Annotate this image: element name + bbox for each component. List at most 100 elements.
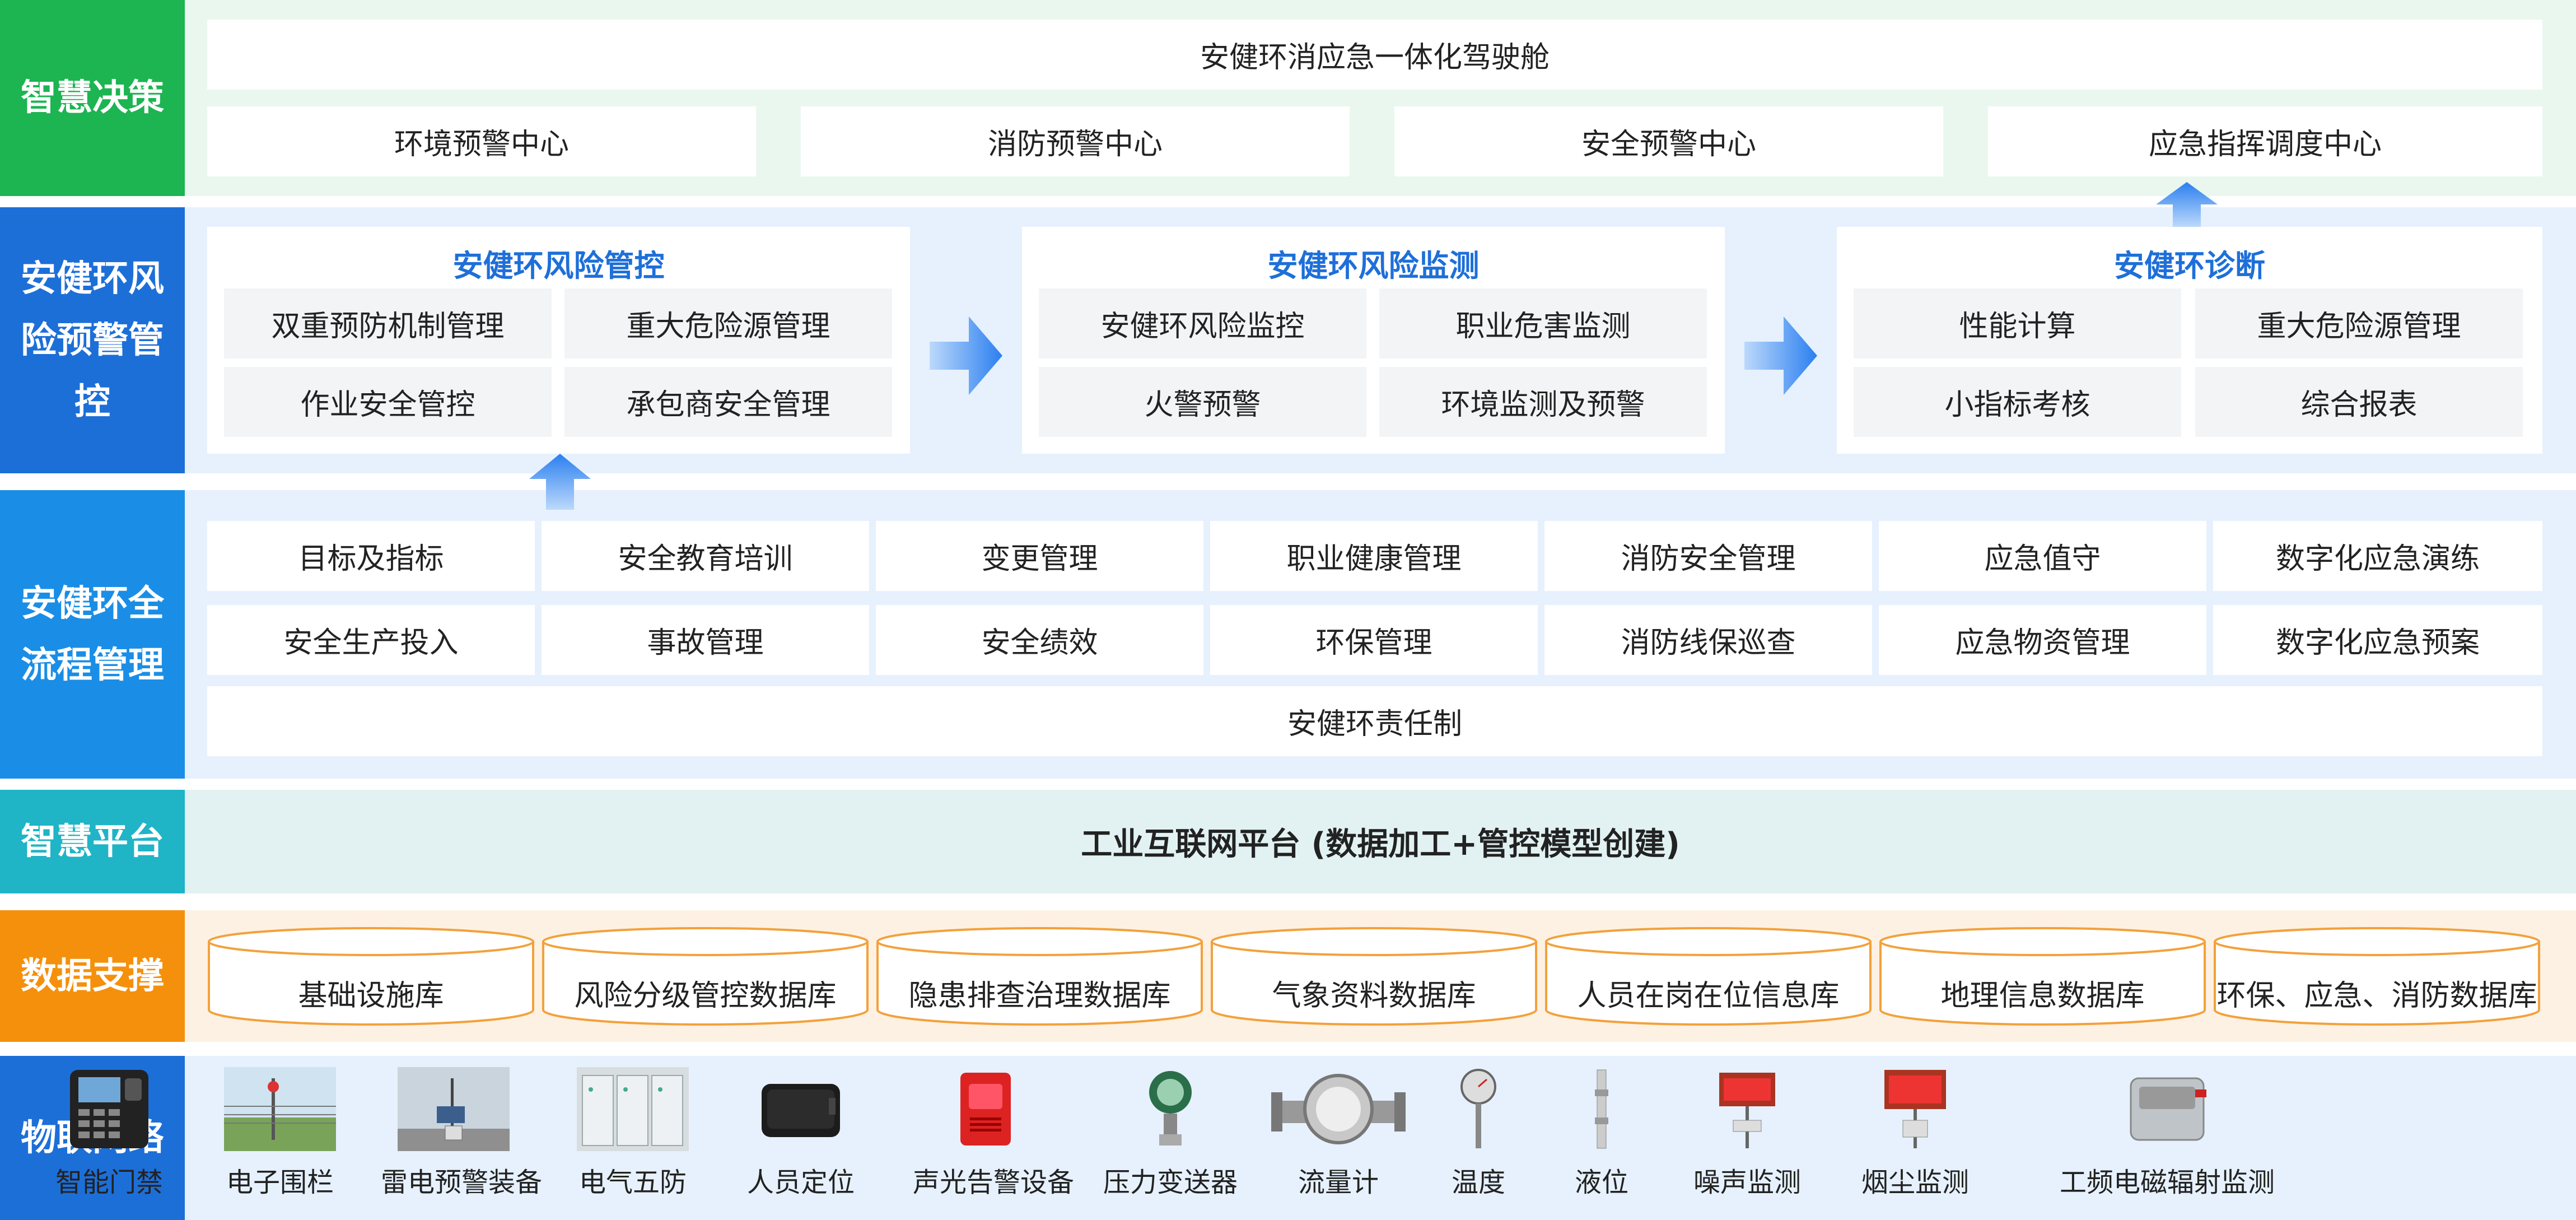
process-item: 应急物资管理 xyxy=(1879,605,2206,675)
iot-device: 人员定位 xyxy=(728,1067,874,1199)
risk-item: 性能计算 xyxy=(1854,288,2181,358)
lightning-warning-icon xyxy=(381,1067,526,1153)
process-item: 安全教育培训 xyxy=(542,521,869,591)
database-label: 气象资料数据库 xyxy=(1272,979,1476,1013)
iot-device: 烟尘监测 xyxy=(1842,1067,1988,1199)
iot-device-label: 压力变送器 xyxy=(1103,1167,1238,1198)
process-item: 安全绩效 xyxy=(876,605,1203,675)
database-cylinder: 地理信息数据库 xyxy=(1879,926,2206,1027)
iot-layer: 物联网络 智能门禁电子围栏雷电预警装备电气五防人员定位声光告警设备压力变送器流量… xyxy=(0,1056,2576,1220)
risk-group-diagnosis-title: 安健环诊断 xyxy=(2114,248,2265,283)
database-label: 风险分级管控数据库 xyxy=(574,979,837,1013)
risk-group-monitor-title: 安健环风险监测 xyxy=(1267,248,1480,283)
center-safety: 安全预警中心 xyxy=(1394,106,1943,176)
iot-device-label: 液位 xyxy=(1574,1167,1628,1198)
electrical-cabinet-icon xyxy=(560,1067,706,1153)
iot-device: 噪声监测 xyxy=(1674,1067,1820,1199)
noise-monitor-icon xyxy=(1674,1067,1820,1153)
center-fire: 消防预警中心 xyxy=(801,106,1350,176)
process-layer: 安健环全流程管理 目标及指标 安全教育培训 变更管理 职业健康管理 消防安全管理… xyxy=(0,490,2576,779)
database-cylinder: 基础设施库 xyxy=(207,926,535,1027)
iot-device: 电子围栏 xyxy=(207,1067,353,1199)
risk-layer: 安健环风险预警管控 安健环风险管控 双重预防机制管理 重大危险源管理 作业安全管… xyxy=(0,207,2576,473)
risk-item: 火警预警 xyxy=(1039,367,1366,437)
arrow-up-icon xyxy=(529,454,591,510)
risk-item: 安健环风险监控 xyxy=(1039,288,1366,358)
risk-item: 承包商安全管理 xyxy=(564,367,892,437)
responsibility-bar: 安健环责任制 xyxy=(207,686,2542,756)
platform-text: 工业互联网平台 (数据加工+管控模型创建) xyxy=(1081,826,1680,863)
electronic-fence-icon xyxy=(207,1067,353,1153)
database-label: 基础设施库 xyxy=(298,979,444,1013)
data-layer-label: 数据支撑 xyxy=(0,910,185,1042)
database-cylinder: 风险分级管控数据库 xyxy=(542,926,869,1027)
access-control-icon xyxy=(36,1067,182,1153)
cockpit-bar: 安健环消应急一体化驾驶舱 xyxy=(207,20,2542,90)
level-gauge-icon xyxy=(1529,1067,1674,1153)
iot-device: 声光告警设备 xyxy=(913,1067,1075,1199)
iot-device: 工频电磁辐射监测 xyxy=(2050,1067,2285,1199)
iot-device: 压力变送器 xyxy=(1098,1067,1243,1199)
process-item: 职业健康管理 xyxy=(1210,521,1538,591)
data-layer: 数据支撑 基础设施库 风险分级管控数据库 隐患排查治理数据库 气象资料数据库 人员在岗在… xyxy=(0,910,2576,1042)
risk-item: 小指标考核 xyxy=(1854,367,2181,437)
risk-item: 环境监测及预警 xyxy=(1379,367,1707,437)
iot-device: 温度 xyxy=(1406,1067,1551,1199)
database-label: 地理信息数据库 xyxy=(1940,979,2145,1013)
risk-item: 重大危险源管理 xyxy=(2195,288,2523,358)
risk-item: 重大危险源管理 xyxy=(564,288,892,358)
arrow-right-icon xyxy=(930,316,1002,395)
risk-item: 作业安全管控 xyxy=(224,367,552,437)
flowmeter-icon xyxy=(1266,1067,1411,1153)
iot-device-label: 烟尘监测 xyxy=(1861,1167,1969,1198)
center-emergency-dispatch: 应急指挥调度中心 xyxy=(1988,106,2542,176)
process-item: 消防安全管理 xyxy=(1544,521,1872,591)
risk-item: 综合报表 xyxy=(2195,367,2523,437)
iot-device-label: 噪声监测 xyxy=(1693,1167,1801,1198)
database-label: 环保、应急、消防数据库 xyxy=(2216,979,2537,1013)
platform-layer: 智慧平台 工业互联网平台 (数据加工+管控模型创建) xyxy=(0,790,2576,893)
process-item: 消防线保巡查 xyxy=(1544,605,1872,675)
data-panel: 基础设施库 风险分级管控数据库 隐患排查治理数据库 气象资料数据库 人员在岗在位信息库 地… xyxy=(185,910,2576,1042)
iot-device-label: 温度 xyxy=(1451,1167,1505,1198)
pressure-transmitter-icon xyxy=(1098,1067,1243,1153)
platform-panel: 工业互联网平台 (数据加工+管控模型创建) xyxy=(185,790,2576,893)
risk-item: 职业危害监测 xyxy=(1379,288,1707,358)
iot-device: 雷电预警装备 xyxy=(381,1067,543,1199)
risk-group-control-title: 安健环风险管控 xyxy=(452,248,665,283)
iot-panel: 智能门禁电子围栏雷电预警装备电气五防人员定位声光告警设备压力变送器流量计温度液位… xyxy=(55,1056,2576,1220)
dust-monitor-icon xyxy=(1842,1067,1988,1153)
database-cylinder: 环保、应急、消防数据库 xyxy=(2213,926,2541,1027)
risk-layer-label: 安健环风险预警管控 xyxy=(0,207,185,473)
database-cylinder: 人员在岗在位信息库 xyxy=(1544,926,1872,1027)
process-item: 环保管理 xyxy=(1210,605,1538,675)
process-item: 数字化应急预案 xyxy=(2213,605,2542,675)
process-item: 安全生产投入 xyxy=(207,605,535,675)
platform-layer-label: 智慧平台 xyxy=(0,790,185,893)
process-panel: 目标及指标 安全教育培训 变更管理 职业健康管理 消防安全管理 应急值守 数字化… xyxy=(185,490,2576,779)
iot-device-label: 人员定位 xyxy=(746,1167,855,1198)
iot-device: 智能门禁 xyxy=(36,1067,182,1199)
arrow-up-icon xyxy=(2156,182,2218,227)
decision-panel: 安健环消应急一体化驾驶舱 环境预警中心 消防预警中心 安全预警中心 应急指挥调度… xyxy=(185,0,2576,196)
database-cylinder: 气象资料数据库 xyxy=(1210,926,1538,1027)
alarm-icon xyxy=(913,1067,1058,1153)
iot-device-label: 雷电预警装备 xyxy=(381,1167,543,1198)
thermometer-icon xyxy=(1406,1067,1551,1153)
decision-layer-label: 智慧决策 xyxy=(0,0,185,196)
process-layer-label: 安健环全流程管理 xyxy=(0,490,185,779)
process-item: 数字化应急演练 xyxy=(2213,521,2542,591)
process-item: 应急值守 xyxy=(1879,521,2206,591)
iot-device-label: 工频电磁辐射监测 xyxy=(2059,1167,2275,1198)
iot-device: 电气五防 xyxy=(560,1067,706,1199)
database-label: 人员在岗在位信息库 xyxy=(1577,979,1840,1013)
iot-device-label: 电子围栏 xyxy=(226,1167,334,1198)
iot-device-label: 声光告警设备 xyxy=(913,1167,1075,1198)
locator-icon xyxy=(728,1067,874,1153)
decision-layer: 智慧决策 安健环消应急一体化驾驶舱 环境预警中心 消防预警中心 安全预警中心 应… xyxy=(0,0,2576,196)
database-label: 隐患排查治理数据库 xyxy=(908,979,1171,1013)
process-item: 变更管理 xyxy=(876,521,1203,591)
risk-item: 双重预防机制管理 xyxy=(224,288,552,358)
arrow-right-icon xyxy=(1744,316,1817,395)
process-item: 目标及指标 xyxy=(207,521,535,591)
